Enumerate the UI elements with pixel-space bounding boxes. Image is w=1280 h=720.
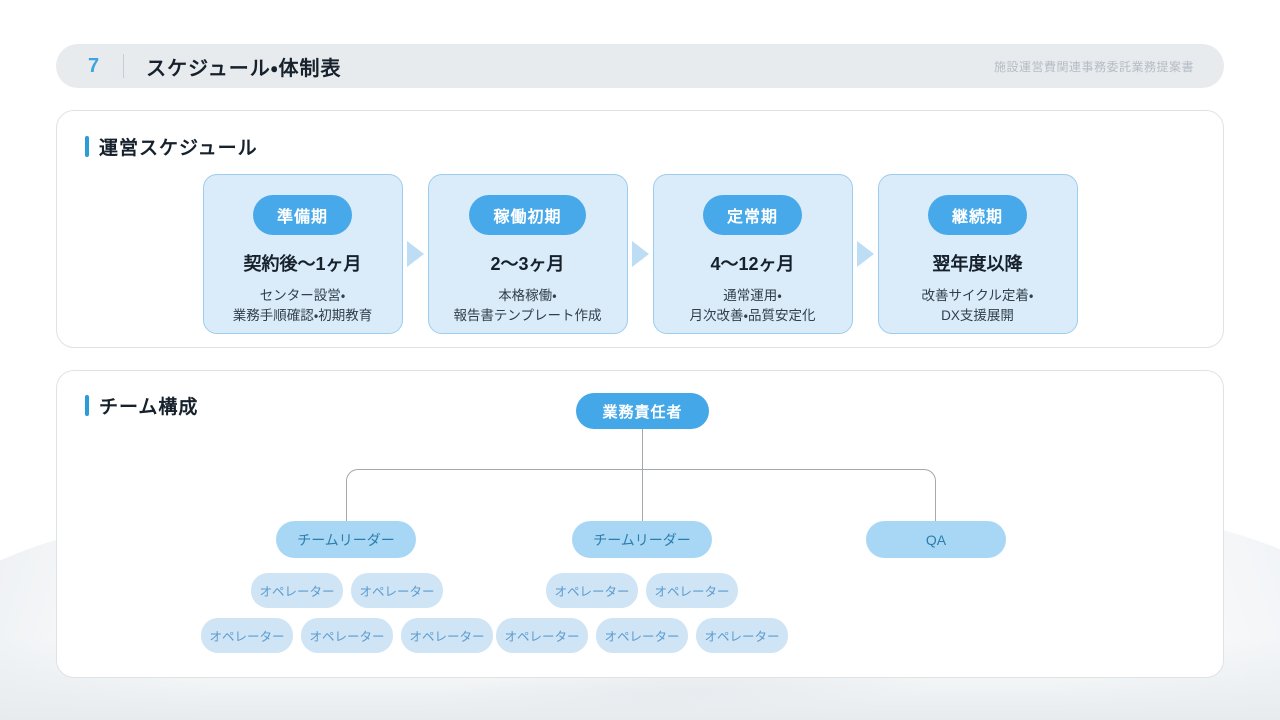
phase-card-initial-operation: 稼働初期 2〜3ヶ月 本格稼働・ 報告書テンプレート作成	[427, 174, 628, 334]
org-operator: オペレーター	[251, 573, 343, 608]
accent-bar	[85, 136, 89, 157]
phase-period: 契約後〜1ヶ月	[243, 254, 362, 274]
phase-desc-line1: 改善サイクル定着・	[921, 288, 1034, 303]
org-operator: オペレーター	[496, 618, 588, 653]
header-divider	[123, 54, 125, 78]
phase-arrow	[403, 241, 428, 267]
page-number: 7	[88, 54, 100, 77]
phase-row: 準備期 契約後〜1ヶ月 センター設営・ 業務手順確認・初期教育 稼働初期 2〜3…	[85, 174, 1195, 334]
phase-badge: 定常期	[702, 195, 802, 235]
arrow-right-icon	[406, 241, 424, 267]
schedule-section-title: 運営スケジュール	[85, 133, 1195, 160]
schedule-section-title-text: 運営スケジュール	[99, 138, 258, 159]
phase-desc-line1: 通常運用・	[723, 288, 782, 303]
phase-desc-line2: 業務手順確認・初期教育	[232, 308, 373, 323]
team-panel: チーム構成 業務責任者 チームリーダー チームリーダー QA オペレーター オペ…	[56, 370, 1224, 678]
phase-period: 4〜12ヶ月	[710, 254, 795, 274]
org-connector-horizontal	[346, 469, 936, 521]
phase-desc-line1: センター設営・	[259, 288, 346, 303]
phase-card-continuation: 継続期 翌年度以降 改善サイクル定着・ DX支援展開	[877, 174, 1078, 334]
phase-description: センター設営・ 業務手順確認・初期教育	[233, 286, 373, 326]
phase-description: 改善サイクル定着・ DX支援展開	[922, 286, 1034, 326]
phase-desc-line2: 月次改善・品質安定化	[689, 308, 816, 323]
phase-desc-line2: DX支援展開	[941, 308, 1014, 323]
phase-desc-line1: 本格稼働・	[498, 288, 557, 303]
phase-badge: 準備期	[252, 195, 352, 235]
phase-card-steady-state: 定常期 4〜12ヶ月 通常運用・ 月次改善・品質安定化	[652, 174, 853, 334]
phase-period: 2〜3ヶ月	[490, 254, 565, 274]
arrow-right-icon	[631, 241, 649, 267]
phase-arrow	[853, 241, 878, 267]
team-section-title: チーム構成	[85, 392, 198, 419]
org-root-business-manager: 業務責任者	[576, 393, 709, 429]
org-connector-root-drop	[642, 429, 643, 469]
org-operator: オペレーター	[696, 618, 788, 653]
document-title: 施設運営費関連事務委託業務提案書	[993, 59, 1194, 74]
org-operator: オペレーター	[201, 618, 293, 653]
schedule-panel: 運営スケジュール 準備期 契約後〜1ヶ月 センター設営・ 業務手順確認・初期教育…	[56, 110, 1224, 348]
phase-arrow	[628, 241, 653, 267]
org-operator: オペレーター	[596, 618, 688, 653]
org-team-leader-2: チームリーダー	[572, 521, 712, 558]
org-qa: QA	[866, 521, 1006, 558]
org-operator: オペレーター	[301, 618, 393, 653]
org-operator: オペレーター	[546, 573, 638, 608]
org-connector-middle-drop	[642, 469, 643, 521]
phase-description: 通常運用・ 月次改善・品質安定化	[689, 286, 815, 326]
slide-header: 7 スケジュール・体制表 施設運営費関連事務委託業務提案書	[56, 44, 1224, 88]
org-team-leader-1: チームリーダー	[276, 521, 416, 558]
org-operator: オペレーター	[351, 573, 443, 608]
phase-badge: 稼働初期	[469, 195, 586, 235]
arrow-right-icon	[856, 241, 874, 267]
phase-description: 本格稼働・ 報告書テンプレート作成	[453, 286, 601, 326]
accent-bar	[85, 395, 89, 416]
org-operator: オペレーター	[401, 618, 493, 653]
org-chart: チーム構成 業務責任者 チームリーダー チームリーダー QA オペレーター オペ…	[57, 371, 1223, 677]
phase-card-preparation: 準備期 契約後〜1ヶ月 センター設営・ 業務手順確認・初期教育	[202, 174, 403, 334]
page-title: スケジュール・体制表	[146, 57, 342, 80]
team-section-title-text: チーム構成	[99, 397, 199, 418]
org-operator: オペレーター	[646, 573, 738, 608]
phase-desc-line2: 報告書テンプレート作成	[453, 308, 602, 323]
phase-badge: 継続期	[927, 195, 1027, 235]
phase-period: 翌年度以降	[932, 254, 1023, 274]
